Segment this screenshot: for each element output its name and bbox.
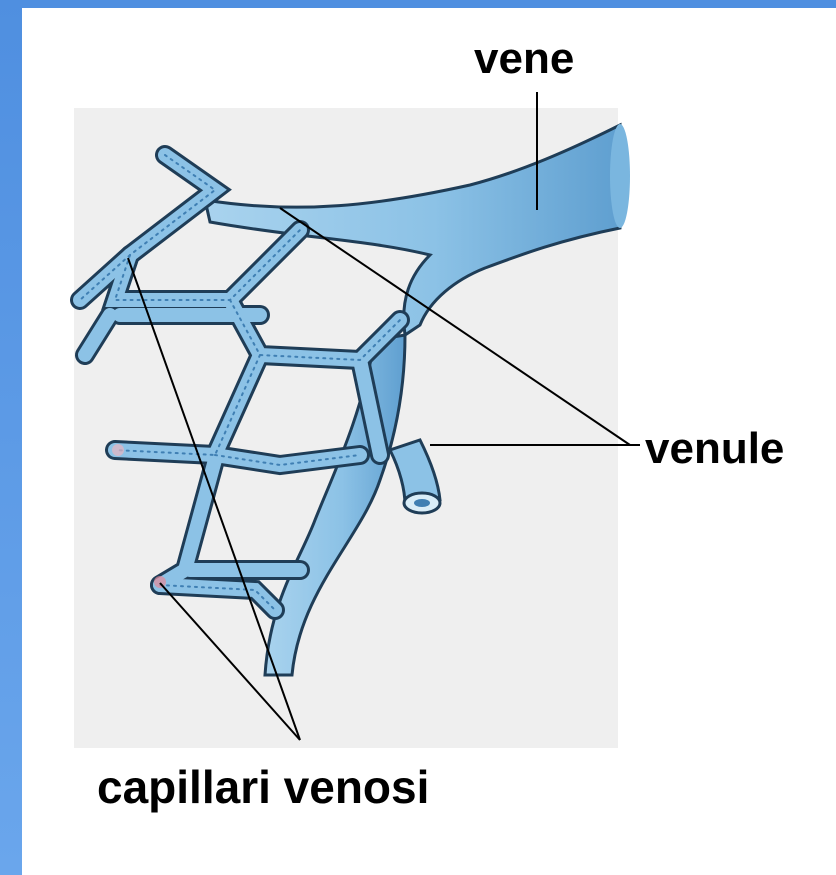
capillary-tint: [154, 576, 166, 588]
vein-trunk: [205, 125, 620, 335]
label-venule: venule: [645, 424, 784, 474]
label-vene: vene: [474, 34, 574, 84]
venule-trunk: [265, 335, 405, 675]
label-capillari-venosi: capillari venosi: [97, 760, 429, 814]
vein-end: [610, 124, 630, 228]
